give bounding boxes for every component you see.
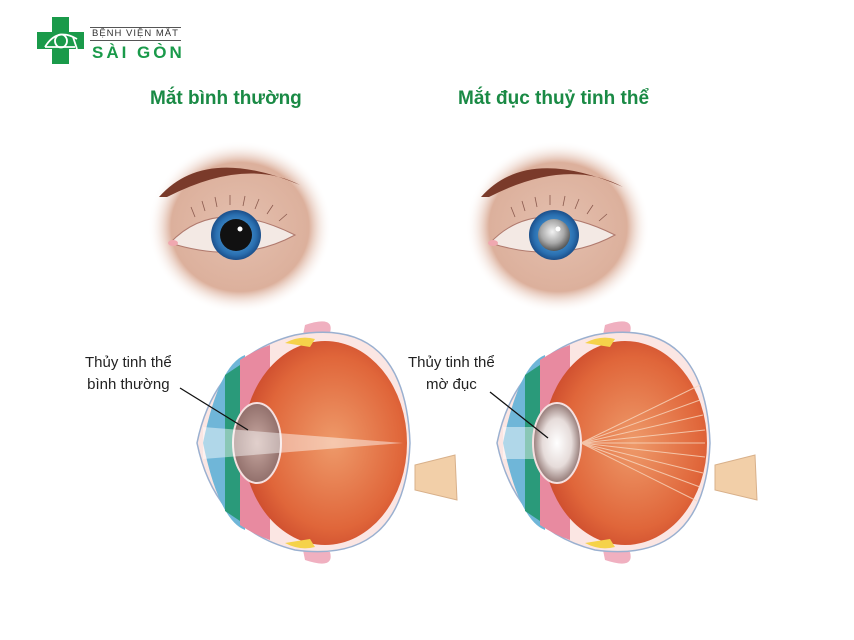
cloudy-lens xyxy=(532,402,582,484)
normal-eye-cross-section xyxy=(196,321,458,564)
cloudy-lens-label: Thủy tinh thể mờ đục xyxy=(408,354,495,393)
eyebrow xyxy=(159,167,300,197)
cataract-eye-title: Mắt đục thuỷ tinh thể xyxy=(458,88,650,109)
cataract-eye-cross-section xyxy=(496,321,758,564)
normal-lens-label: Thủy tinh thể bình thường xyxy=(85,354,172,393)
logo-line1: BỆNH VIỆN MẮT xyxy=(90,27,181,41)
hospital-logo: BỆNH VIỆN MẮT SÀI GÒN xyxy=(37,17,187,67)
cataract-eye-front-view xyxy=(466,141,650,313)
cloudy-pupil xyxy=(538,219,570,251)
normal-eye-front-view xyxy=(148,141,332,313)
eye-cross-icon xyxy=(37,17,84,64)
scattered-light-rays xyxy=(580,384,706,502)
normal-eye-title: Mắt bình thường xyxy=(150,88,302,109)
eyebrow xyxy=(481,168,623,197)
focused-light-beam xyxy=(203,427,403,459)
logo-line2: SÀI GÒN xyxy=(92,43,185,62)
